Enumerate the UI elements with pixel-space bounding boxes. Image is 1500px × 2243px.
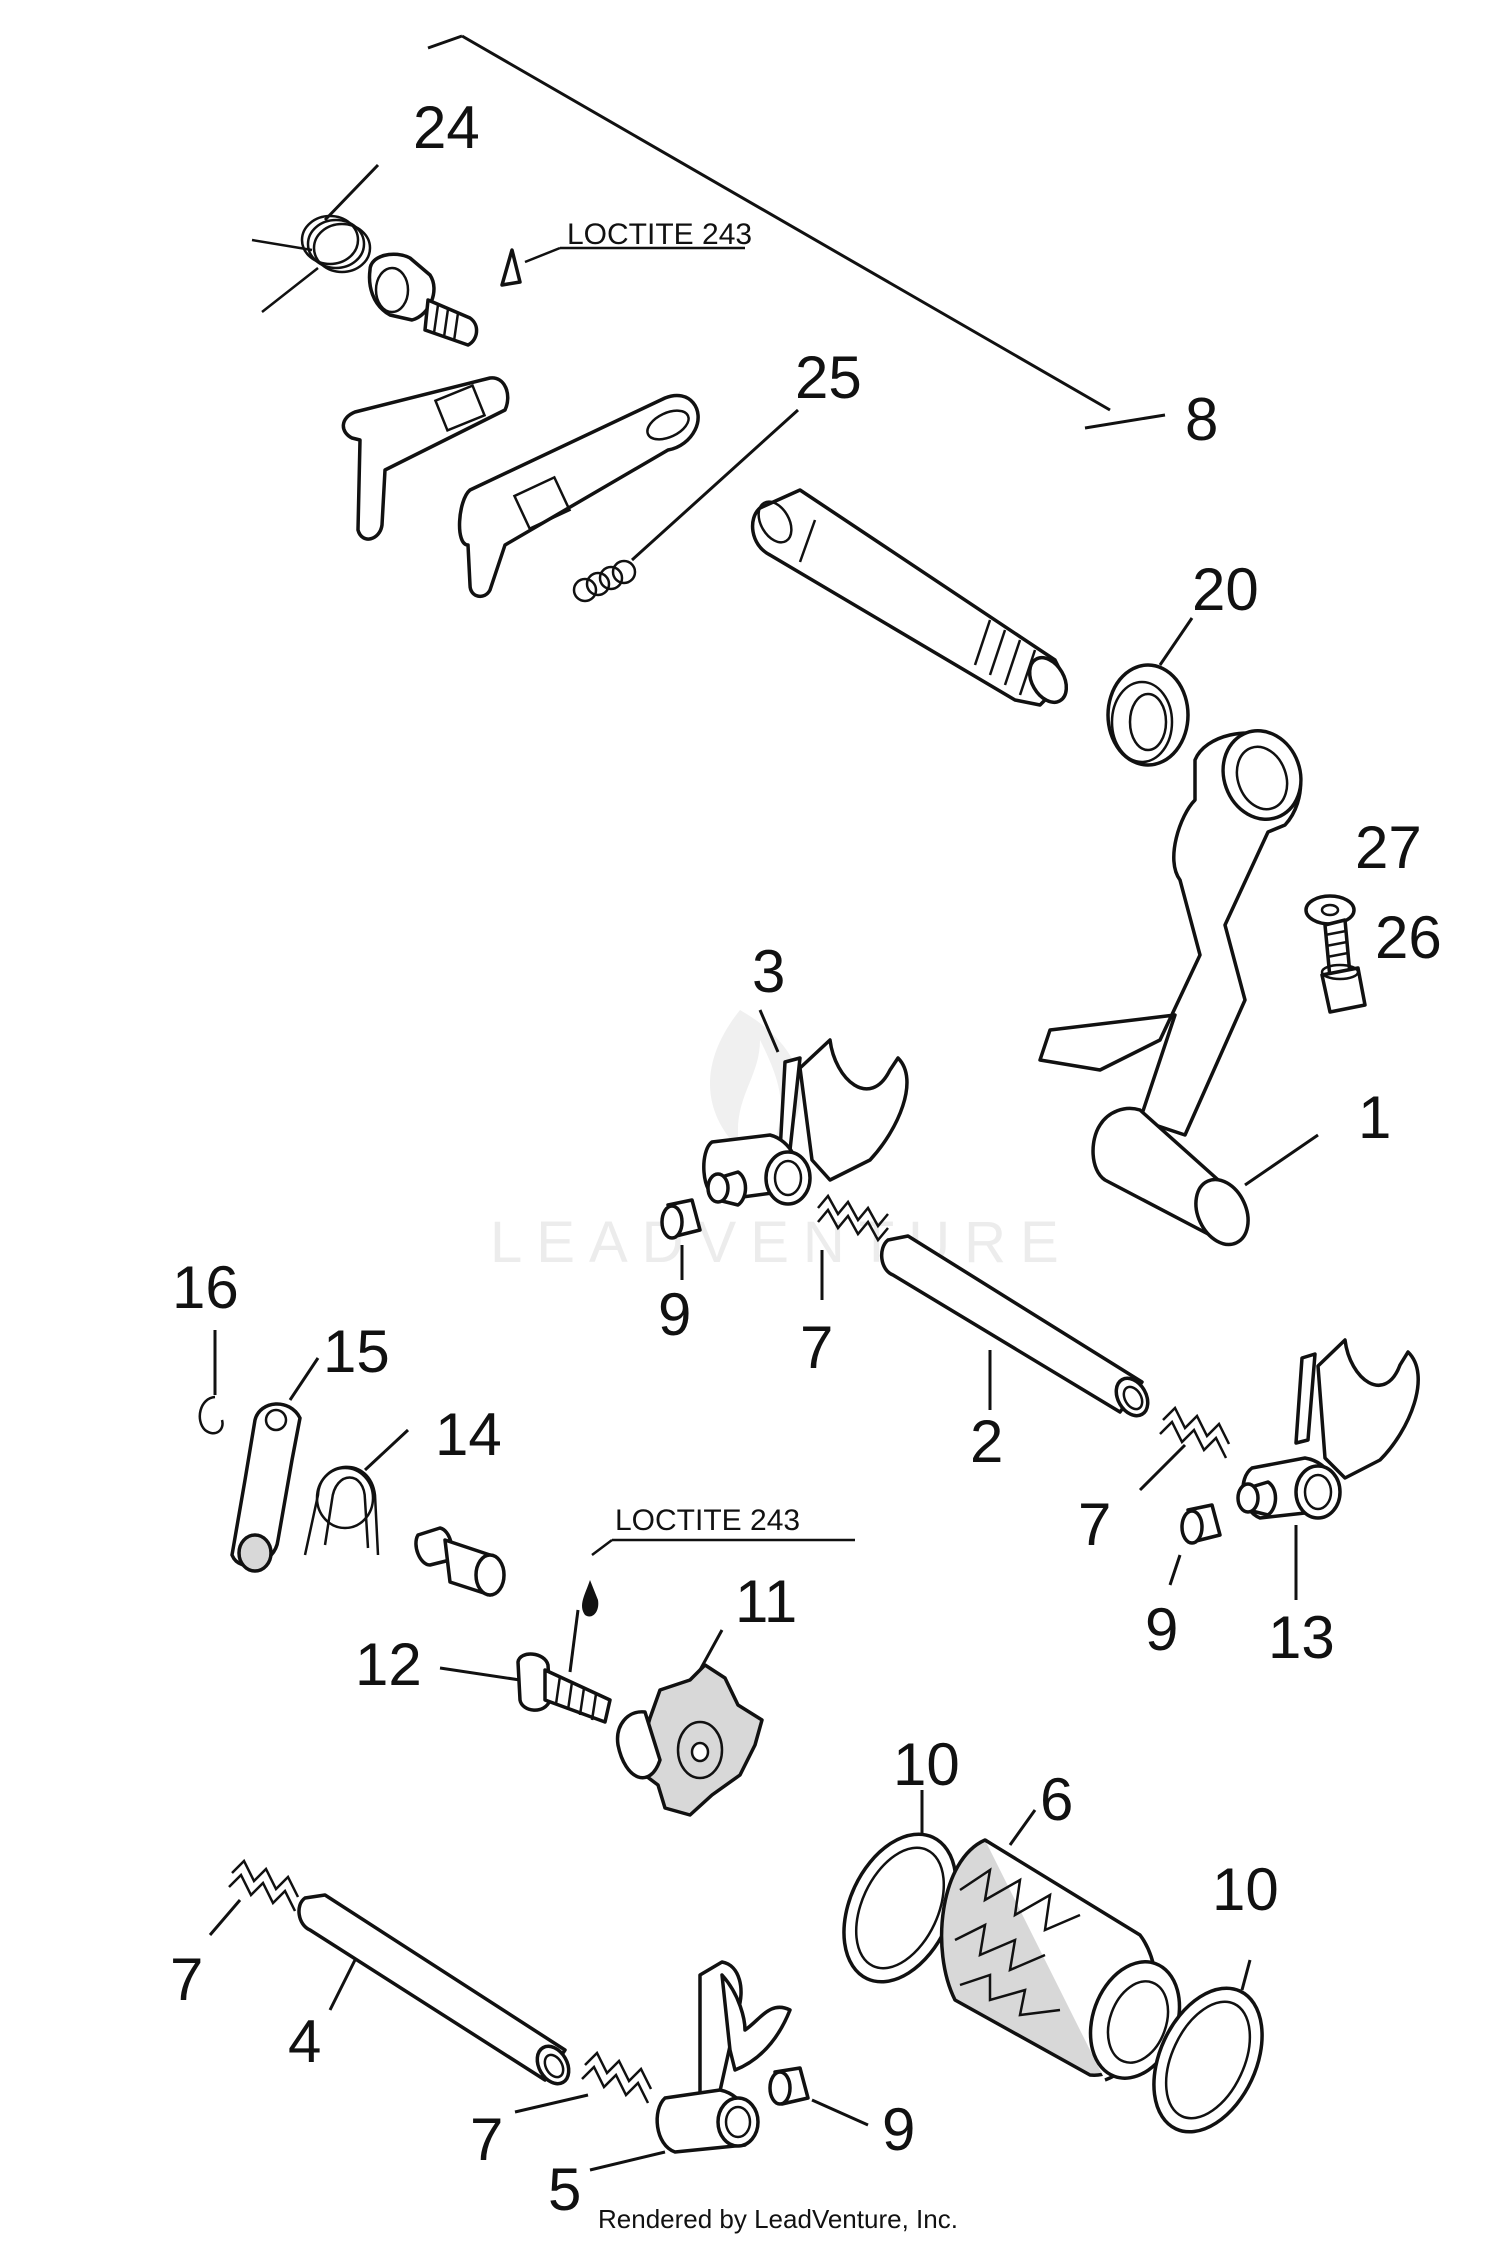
watermark-text: LEADVENTURE <box>490 1210 1073 1275</box>
part-26-bolt <box>1320 918 1367 1014</box>
stopper-pivot-pin <box>414 1526 506 1597</box>
label-9-upper: 9 <box>658 1281 691 1348</box>
part-1-shift-pedal <box>1038 729 1319 1247</box>
label-12: 12 <box>355 1631 422 1698</box>
shift-shaft <box>750 488 1069 707</box>
label-26: 26 <box>1375 904 1442 971</box>
label-4: 4 <box>288 2008 321 2075</box>
part-7-spring-lower <box>514 2050 653 2114</box>
part-25-spring <box>572 408 800 603</box>
part-9-bushing-right <box>1168 1503 1222 1586</box>
shift-lever-plate-long <box>457 393 700 598</box>
label-7-upper: 7 <box>800 1314 833 1381</box>
loctite-drop-mid: LOCTITE 243 <box>582 1504 855 1617</box>
part-number-labels: 1 2 3 4 5 6 7 7 7 7 8 9 9 9 10 10 11 12 … <box>170 94 1442 2223</box>
label-20: 20 <box>1192 556 1259 623</box>
label-7-right: 7 <box>1078 1491 1111 1558</box>
label-13: 13 <box>1268 1604 1335 1671</box>
part-15-stopper-arm <box>230 1357 320 1573</box>
part-4-fork-shaft <box>297 1893 571 2086</box>
label-16: 16 <box>172 1254 239 1321</box>
label-5: 5 <box>548 2156 581 2223</box>
label-9-lower: 9 <box>882 2096 915 2163</box>
part-10-washer-right <box>1152 1959 1264 2134</box>
label-27: 27 <box>1355 814 1422 881</box>
part-5-shift-fork <box>589 1960 792 2172</box>
part-3-shift-fork <box>702 1009 909 1207</box>
part-20-oil-seal <box>1106 617 1194 767</box>
label-3: 3 <box>752 938 785 1005</box>
label-24: 24 <box>413 94 480 161</box>
label-10-left: 10 <box>893 1731 960 1798</box>
label-9-right: 9 <box>1145 1596 1178 1663</box>
label-7-lower-left: 7 <box>170 1946 203 2013</box>
part-7-spring-right <box>1138 1405 1231 1492</box>
part-24-pivot-bolt <box>367 252 479 347</box>
part-14-spring <box>303 1428 410 1556</box>
part-7-spring-lower-left <box>208 1858 300 1936</box>
label-10-right: 10 <box>1212 1856 1279 1923</box>
loctite-drop-top: LOCTITE 243 <box>500 218 752 287</box>
label-15: 15 <box>323 1318 390 1385</box>
part-27-washer <box>1304 894 1356 926</box>
label-6: 6 <box>1040 1766 1073 1833</box>
part-7-spring-upper <box>817 1193 889 1300</box>
label-2: 2 <box>970 1408 1003 1475</box>
part-2-fork-shaft <box>880 1234 1150 1418</box>
part-9-bushing-lower <box>768 2066 869 2127</box>
footer-credit: Rendered by LeadVenture, Inc. <box>598 2204 958 2234</box>
label-25: 25 <box>795 344 862 411</box>
part-12-screw <box>439 1609 612 1724</box>
part-6-shift-drum <box>939 1809 1182 2082</box>
label-8: 8 <box>1185 386 1218 453</box>
shift-lever-plate-small <box>341 376 510 541</box>
loctite-note-top: LOCTITE 243 <box>567 218 752 251</box>
part-16-clip <box>198 1330 224 1435</box>
watermark: LEADVENTURE <box>490 1010 1073 1275</box>
loctite-note-mid: LOCTITE 243 <box>615 1504 800 1537</box>
label-7-lower: 7 <box>470 2106 503 2173</box>
label-1: 1 <box>1358 1084 1391 1151</box>
part-9-bushing-upper <box>660 1198 702 1280</box>
part-13-shift-fork <box>1236 1338 1420 1600</box>
part-11-shift-drum-star <box>615 1629 764 1817</box>
label-14: 14 <box>435 1401 502 1468</box>
label-11: 11 <box>735 1568 797 1635</box>
part-24-spring <box>251 163 380 313</box>
part-8-group-line <box>427 34 1166 430</box>
